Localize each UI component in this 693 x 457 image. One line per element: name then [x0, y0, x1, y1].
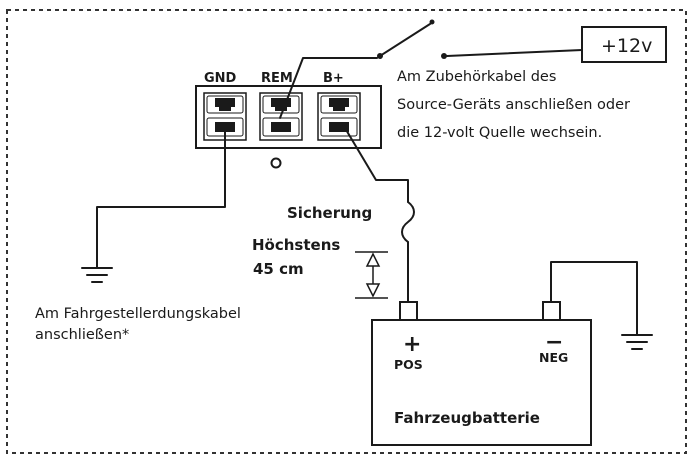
remote-wire [279, 57, 378, 119]
switch-lever-icon [379, 23, 431, 57]
fuse-icon [401, 201, 415, 243]
ground-wire [96, 122, 226, 269]
terminal-gnd-label: GND [204, 71, 237, 86]
terminal-bplus-label: B+ [323, 71, 344, 86]
switch-pivot [429, 19, 435, 25]
ground-note-line-1: Am Fahrgestellerdungskabel [35, 306, 241, 322]
terminal-rem-label: REM [261, 71, 293, 86]
ground-note-line-2: anschließen* [35, 327, 129, 343]
mounting-hole-icon [270, 157, 282, 169]
source-note-line-1: Am Zubehörkabel des [397, 69, 556, 85]
vehicle-battery [371, 301, 592, 446]
battery-pos-sign: + [403, 332, 421, 357]
power-wire [341, 122, 409, 203]
battery-ground-icon [621, 334, 653, 350]
distance-dimension [355, 251, 388, 299]
switch-contact-right [441, 53, 447, 59]
source-note-line-3: die 12-volt Quelle wechsein. [397, 125, 602, 141]
battery-ground-wire [550, 261, 638, 336]
distance-label-line-1: Höchstens [252, 236, 340, 254]
chassis-ground-icon [81, 267, 113, 283]
battery-neg-label: NEG [539, 350, 568, 365]
battery-pos-post [399, 301, 418, 322]
source-note-line-2: Source-Geräts anschließen oder [397, 97, 630, 113]
distance-label-line-2: 45 cm [253, 260, 304, 278]
switch-to-source-wire [446, 49, 583, 57]
terminal-bplus [317, 92, 361, 141]
diagram-border [6, 9, 687, 454]
fuse-label: Sicherung [287, 204, 372, 222]
battery-label: Fahrzeugbatterie [394, 409, 540, 427]
source-voltage-box [581, 26, 667, 63]
source-voltage-label: +12v [601, 35, 652, 57]
battery-neg-post [542, 301, 561, 322]
battery-pos-label: POS [394, 357, 423, 372]
battery-body [371, 319, 592, 446]
battery-neg-sign: − [545, 330, 563, 355]
